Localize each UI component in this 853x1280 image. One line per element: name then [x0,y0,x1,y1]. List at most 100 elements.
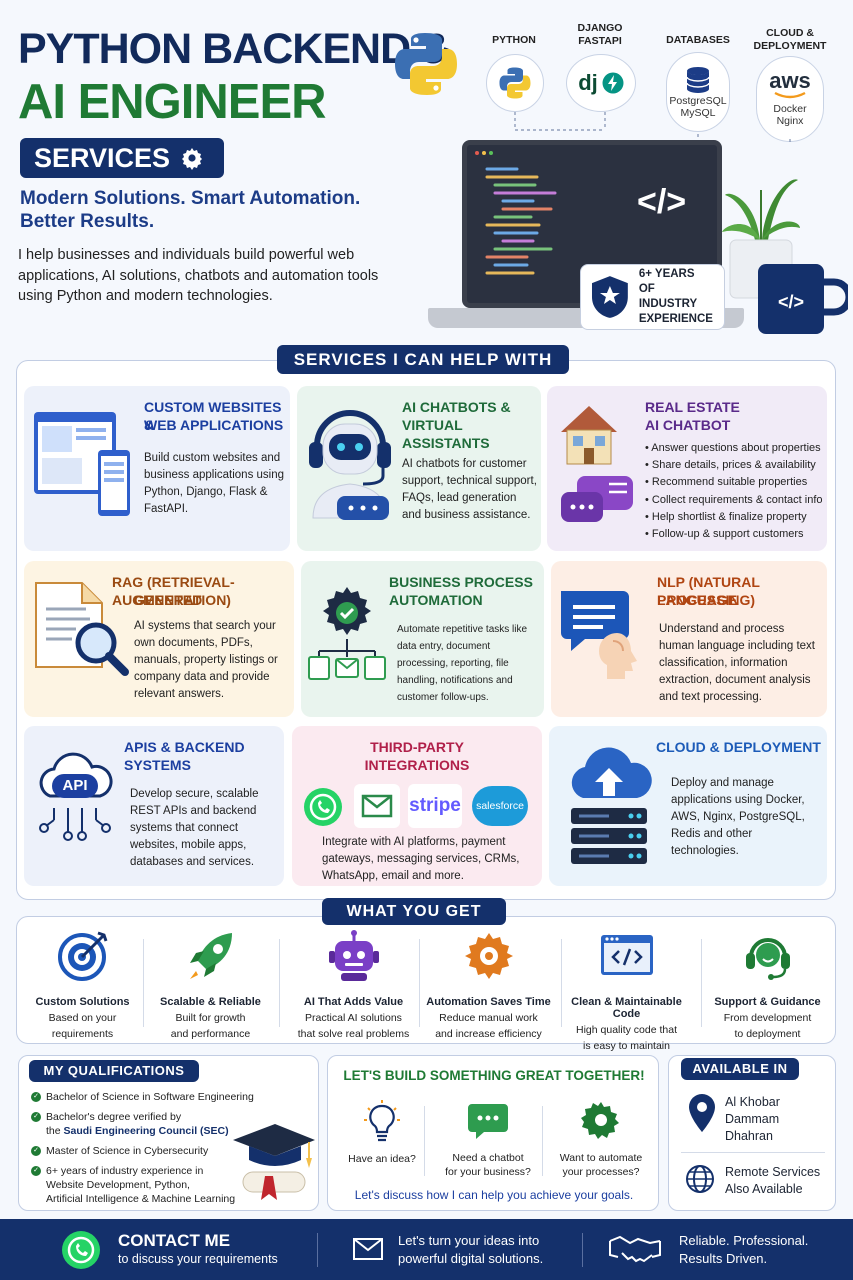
chat-bubble-icon [468,1104,508,1139]
build-cta: Let's discuss how I can help you achieve… [354,1188,634,1202]
wyg-desc-1: Reduce manual work [439,1012,538,1024]
wyg-desc-2: and performance [170,1027,251,1040]
remote-line-2: Also Available [725,1182,803,1196]
title-line-2: AI ENGINEER [18,75,327,129]
qualifications-heading: MY QUALIFICATIONS [29,1060,199,1082]
card-realestate-title-2: AI CHATBOT [645,417,731,433]
services-pill: SERVICES [20,138,224,178]
gear-icon [182,148,203,170]
experience-line-3: EXPERIENCE [638,313,713,325]
check-icon: ✓ [31,1166,41,1176]
wyg-desc-1: Based on your [48,1012,117,1024]
build-chatbot: Need a chatbot for your business? [432,1100,544,1179]
card-bpa-title-2: AUTOMATION [389,592,483,608]
city-list: Al Khobar Dammam Dhahran [725,1094,780,1145]
realestate-bullet: • Follow-up & support customers [645,528,804,541]
django-tech-label-1: DJANGO [577,22,623,34]
card-integrations-title-2: INTEGRATIONS [364,757,470,773]
realestate-bullet-list: • Answer questions about properties • Sh… [645,440,825,543]
wyg-clean-code: Clean & Maintainable Code High quality c… [559,929,694,1054]
realestate-bullet: • Collect requirements & contact info [645,493,823,506]
django-tech-label-2: FASTAPI [578,35,622,47]
qualification-text: 6+ years of industry experience in [46,1165,204,1177]
wyg-scalable: Scalable & Reliable Built for growth and… [143,929,278,1042]
title-line-1: PYTHON BACKEND & [18,25,452,73]
qualifications-box: MY QUALIFICATIONS ✓Bachelor of Science i… [18,1055,319,1211]
card-chatbot-title-1: AI CHATBOTS & [402,399,511,415]
django-logo-icon: dj [578,70,598,95]
card-nlp-body: Understand and process human language in… [659,623,816,703]
realestate-bullet: • Recommend suitable properties [645,476,808,489]
check-icon: ✓ [31,1092,41,1102]
location-pin-icon [689,1094,715,1132]
card-cloud-body: Deploy and manage applications using Doc… [671,777,805,857]
salesforce-logo-icon: salesforce [472,786,528,826]
build-chatbot-text-1: Need a chatbot [452,1152,524,1164]
qualification-text: Website Development, Python, [46,1179,190,1191]
cloud-server-icon [571,747,652,864]
api-badge: API [52,774,98,798]
lightbulb-icon [364,1100,400,1142]
wyg-desc-1: High quality code that [576,1024,677,1036]
build-idea-text: Have an idea? [348,1153,416,1165]
card-rag-title-2: GENERATION) [134,592,231,608]
browser-mobile-icon [34,412,130,516]
qualification-item: ✓Master of Science in Cybersecurity [31,1144,263,1158]
wyg-title: Support & Guidance [714,996,821,1008]
card-integrations: THIRD-PARTY INTEGRATIONS stripe salesfor… [292,726,542,886]
card-integrations-body: Integrate with AI platforms, payment gat… [322,836,520,882]
card-bpa-title-1: BUSINESS PROCESS [389,574,533,590]
divider [317,1233,318,1267]
divider [279,939,280,1027]
build-heading: LET'S BUILD SOMETHING GREAT TOGETHER! [343,1068,645,1083]
card-ai-chatbots: AI CHATBOTS & VIRTUAL ASSISTANTS AI chat… [297,386,541,551]
card-api-body: Develop secure, scalable REST APIs and b… [130,788,259,868]
city-dhahran: Dhahran [725,1129,773,1143]
tagline: Modern Solutions. Smart Automation. Bett… [20,188,361,232]
wyg-custom-solutions: Custom Solutions Based on your requireme… [15,929,150,1042]
realestate-bullet: • Share details, prices & availability [645,459,816,472]
email-icon [361,794,393,818]
build-automate-text-2: your processes? [562,1166,640,1178]
divider [681,1152,825,1153]
qualification-text: the [46,1125,64,1137]
qualification-item: ✓ 6+ years of industry experience in Websi… [31,1164,263,1206]
db-mysql: MySQL [680,107,716,119]
card-api-title-1: APIS & BACKEND [124,739,245,755]
wyg-desc-2: that solve real problems [297,1027,410,1040]
wyg-desc-2: requirements [51,1027,114,1040]
card-web-body: Build custom websites and business appli… [144,452,285,515]
card-api-title-2: SYSTEMS [124,757,191,773]
build-automate-text-1: Want to automate [559,1152,643,1164]
card-integrations-title-1: THIRD-PARTY [370,739,464,755]
connector-lines [514,112,791,142]
qualifications-list: ✓Bachelor of Science in Software Enginee… [31,1090,263,1212]
rocket-icon [189,933,232,979]
experience-badge: 6+ YEARS OF INDUSTRY EXPERIENCE [580,264,725,330]
footer-bar: CONTACT ME to discuss your requirements … [0,1219,853,1280]
wyg-desc-2: to deployment [734,1027,801,1040]
cloud-tech-label-2: DEPLOYMENT [753,40,827,52]
card-apis: API APIS & BACKEND SYSTEMS Develop secur… [24,726,284,886]
divider [419,939,420,1027]
build-chatbot-text-2: for your business? [445,1166,531,1178]
contact-me-title[interactable]: CONTACT ME [118,1231,231,1250]
wyg-title: Scalable & Reliable [160,996,261,1008]
robot-headset-icon [309,410,391,520]
nlp-speech-brain-icon [561,591,637,679]
experience-line-2: OF INDUSTRY [638,283,698,310]
shield-star-icon [591,276,628,318]
wyg-title: AI That Adds Value [303,996,404,1008]
card-rag: RAG (RETRIEVAL-AUGMENTED GENERATION) AI … [24,561,294,717]
house-chat-icon [561,406,633,522]
card-cloud: CLOUD & DEPLOYMENT Deploy and manage app… [549,726,827,886]
wyg-ai-value: AI That Adds Value Practical AI solution… [286,929,421,1042]
footer-mid-1: Let's turn your ideas into [398,1233,540,1248]
available-box: AVAILABLE IN Al Khobar Dammam Dhahran Re… [668,1055,836,1211]
code-editor-graphic [475,151,557,275]
qualification-text: Bachelor's degree verified by [46,1111,182,1123]
whatsapp-icon[interactable] [60,1229,102,1271]
globe-icon [686,1165,714,1193]
card-web-title-1: CUSTOM WEBSITES & [144,399,282,433]
cloud-bubble: aws Docker Nginx [756,56,824,142]
